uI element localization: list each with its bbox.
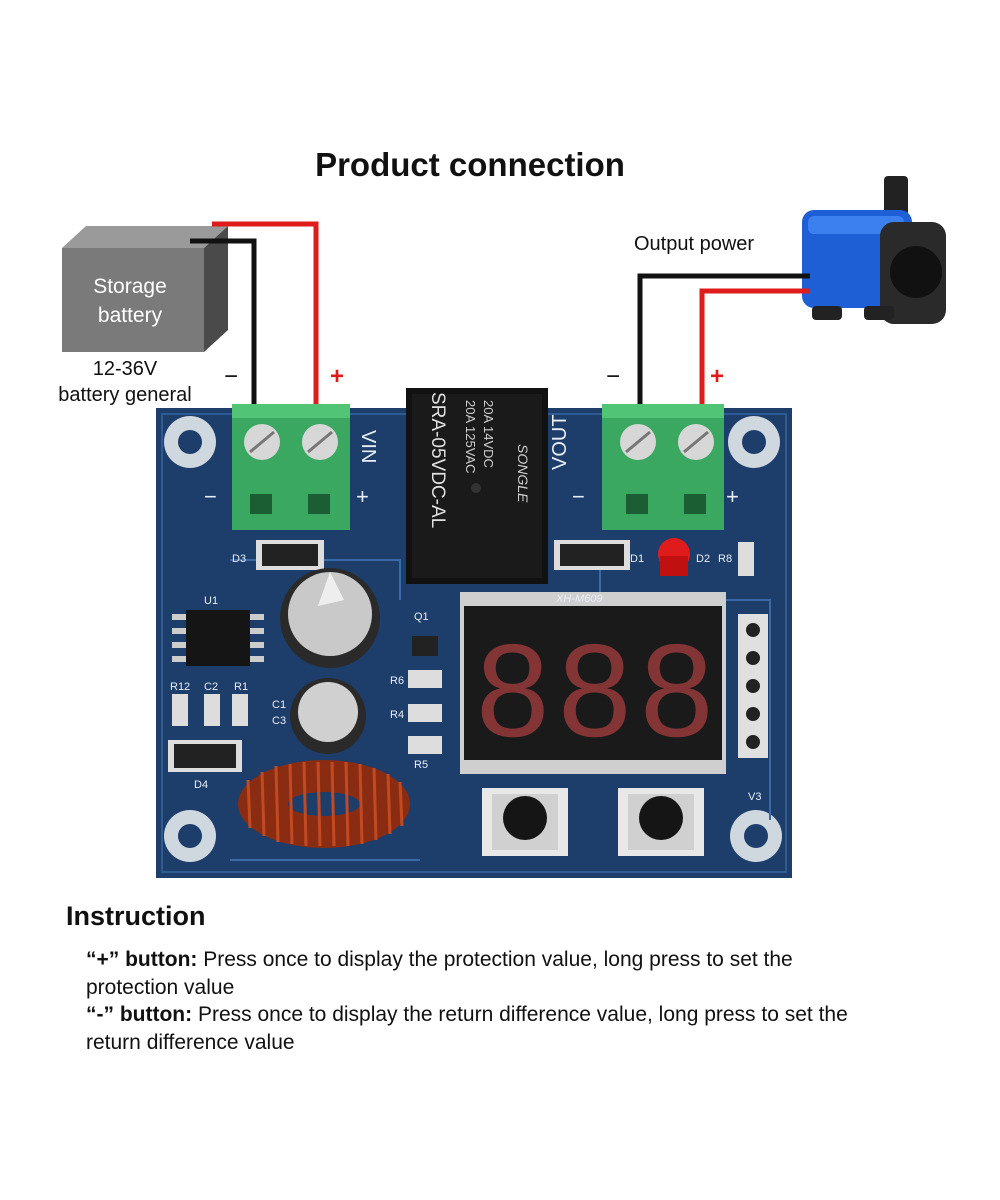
ic-u1 [172,610,264,666]
battery-voltage: 12-36V [92,358,158,380]
silk-label: C3 [272,715,286,727]
vin-minus: − [204,484,217,509]
display-digit: 8 [640,617,713,764]
instruction-text: Press once to display the protection val… [86,948,793,999]
silk-label: R4 [390,709,404,721]
resistor-r8 [738,542,754,576]
pcb-board: VIN VOUT − + − + 20A 14VDC 20A 125VAC SR… [156,388,792,878]
silk-label: D4 [194,779,208,791]
instruction-text: Press once to display the return differe… [86,1003,848,1054]
vin-terminal-block [232,404,350,530]
pin-header [738,614,768,758]
battery-note: 12-36V battery general [40,356,210,408]
battery-minus-sign: − [224,363,238,390]
battery-label-line1: Storage [93,275,167,298]
vout-plus: + [726,484,739,509]
silk-label: C2 [204,681,218,693]
water-pump-icon [802,176,946,324]
capacitor-small [290,678,366,754]
silk-label: XH-M609 [555,593,602,605]
silk-label: V3 [748,791,761,803]
output-wires [637,273,810,430]
inductor-coil [238,760,410,848]
silk-label: R1 [234,681,248,693]
output-minus-sign: − [606,363,620,390]
instruction-title: Instruction [66,901,206,931]
storage-battery [62,226,228,352]
relay-text-1: 20A 14VDC [481,400,496,468]
output-power-label: Output power [634,233,755,255]
silk-label: D2 [696,553,710,565]
vout-minus: − [572,484,585,509]
vin-plus: + [356,484,369,509]
instruction-key: “-” button: [86,1003,193,1026]
silk-label: R12 [170,681,190,693]
instruction-plus-button: “+” button: Press once to display the pr… [86,946,886,1002]
vout-terminal-block [602,404,724,530]
led-d2 [658,538,690,576]
silk-label: R5 [414,759,428,771]
battery-label-line2: battery [97,304,163,327]
silk-label: D1 [630,553,644,565]
smd-components [172,636,442,754]
instruction-key: “+” button: [86,948,198,971]
battery-wires [190,221,319,430]
relay-text-4: SONGLE [515,444,531,503]
battery-plus-sign: + [330,363,344,390]
battery-label: Storage battery [70,272,190,330]
display-digit: 8 [558,617,631,764]
silk-label: U1 [204,595,218,607]
relay: 20A 14VDC 20A 125VAC SRA-05VDC-AL SONGLE [406,388,548,584]
diode-d4 [168,740,242,772]
silk-label: D3 [232,553,246,565]
plus-push-button[interactable] [618,788,704,856]
silk-label: R6 [390,675,404,687]
relay-text-2: 20A 125VAC [463,400,478,473]
display-digit: 8 [476,617,549,764]
diode-d3 [256,540,324,570]
seven-segment-display: 8 8 8 [460,592,726,774]
page-title: Product connection [315,146,625,183]
minus-push-button[interactable] [482,788,568,856]
silk-label: R8 [718,553,732,565]
vin-label: VIN [357,430,379,463]
silk-label: Q1 [414,611,429,623]
instruction-minus-button: “-” button: Press once to display the re… [86,1001,886,1057]
silk-label: C1 [272,699,286,711]
battery-general: battery general [58,384,192,406]
vout-label: VOUT [549,414,571,470]
relay-text-3: SRA-05VDC-AL [427,392,448,528]
output-plus-sign: + [710,363,724,390]
diode-d1 [554,540,630,570]
capacitor-large [280,568,380,668]
